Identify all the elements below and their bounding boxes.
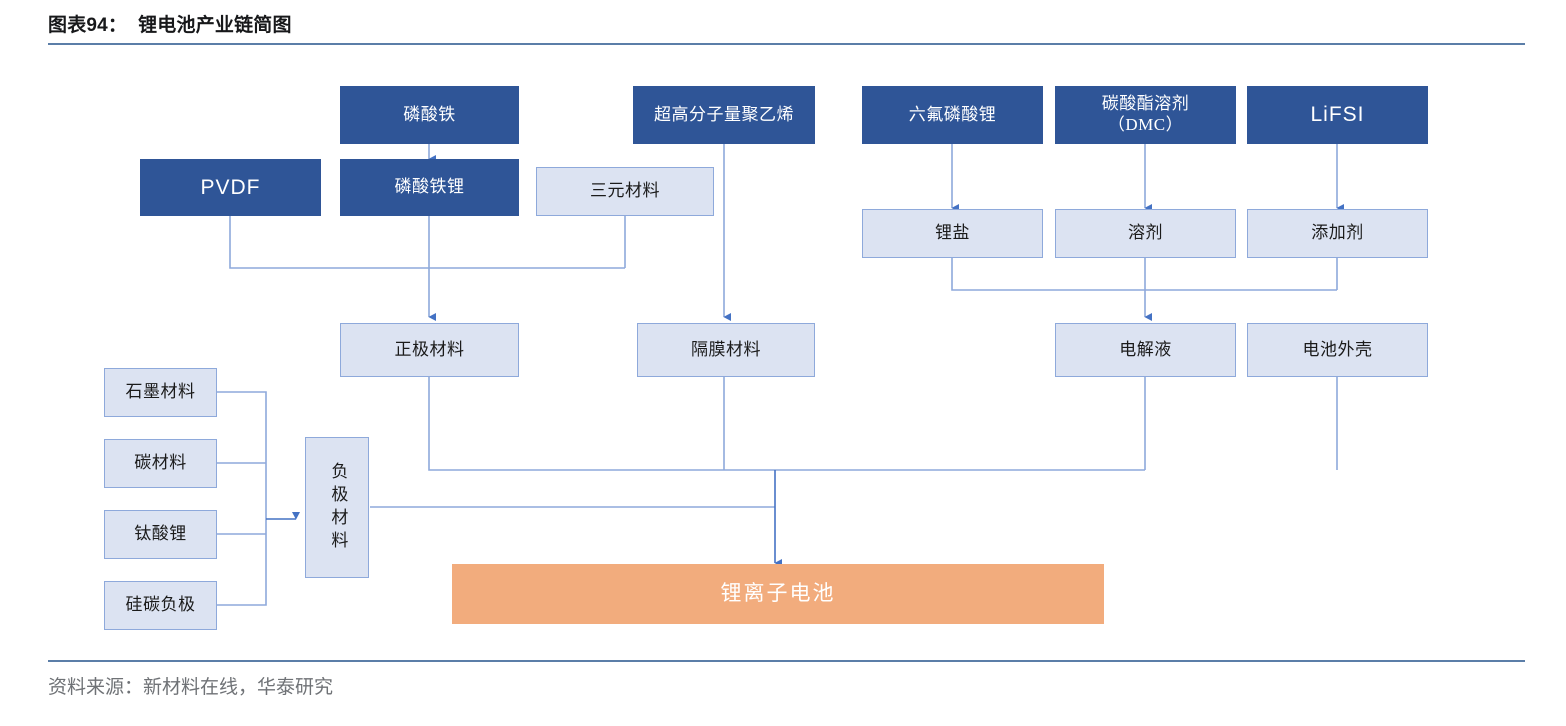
node-lithium-ion-battery[interactable]: 锂离子电池 xyxy=(452,564,1104,624)
node-anode-material[interactable]: 负极材料 xyxy=(305,437,369,578)
node-lithium-salt[interactable]: 锂盐 xyxy=(862,209,1043,258)
figure-title: 图表94： 锂电池产业链简图 xyxy=(48,15,292,36)
node-graphite-material[interactable]: 石墨材料 xyxy=(104,368,217,417)
node-carbonate-solvent[interactable]: 碳酸酯溶剂 （DMC） xyxy=(1055,86,1236,144)
node-carbon-material[interactable]: 碳材料 xyxy=(104,439,217,488)
source-divider xyxy=(48,660,1525,662)
node-lithium-hexafluorophosphate[interactable]: 六氟磷酸锂 xyxy=(862,86,1043,144)
node-ternary-material[interactable]: 三元材料 xyxy=(536,167,714,216)
node-lifsi[interactable]: LiFSI xyxy=(1247,86,1428,144)
node-separator-material[interactable]: 隔膜材料 xyxy=(637,323,815,377)
node-electrolyte[interactable]: 电解液 xyxy=(1055,323,1236,377)
node-solvent[interactable]: 溶剂 xyxy=(1055,209,1236,258)
node-lfp[interactable]: 磷酸铁锂 xyxy=(340,159,519,216)
figure-source: 资料来源：新材料在线，华泰研究 xyxy=(48,677,334,698)
node-cathode-material[interactable]: 正极材料 xyxy=(340,323,519,377)
node-additive[interactable]: 添加剂 xyxy=(1247,209,1428,258)
node-lithium-titanate[interactable]: 钛酸锂 xyxy=(104,510,217,559)
node-pvdf[interactable]: PVDF xyxy=(140,159,321,216)
node-silicon-carbon-anode[interactable]: 硅碳负极 xyxy=(104,581,217,630)
title-divider xyxy=(48,43,1525,45)
node-lithium-iron-phosphate-raw[interactable]: 磷酸铁 xyxy=(340,86,519,144)
node-uhmwpe[interactable]: 超高分子量聚乙烯 xyxy=(633,86,815,144)
node-battery-shell[interactable]: 电池外壳 xyxy=(1247,323,1428,377)
